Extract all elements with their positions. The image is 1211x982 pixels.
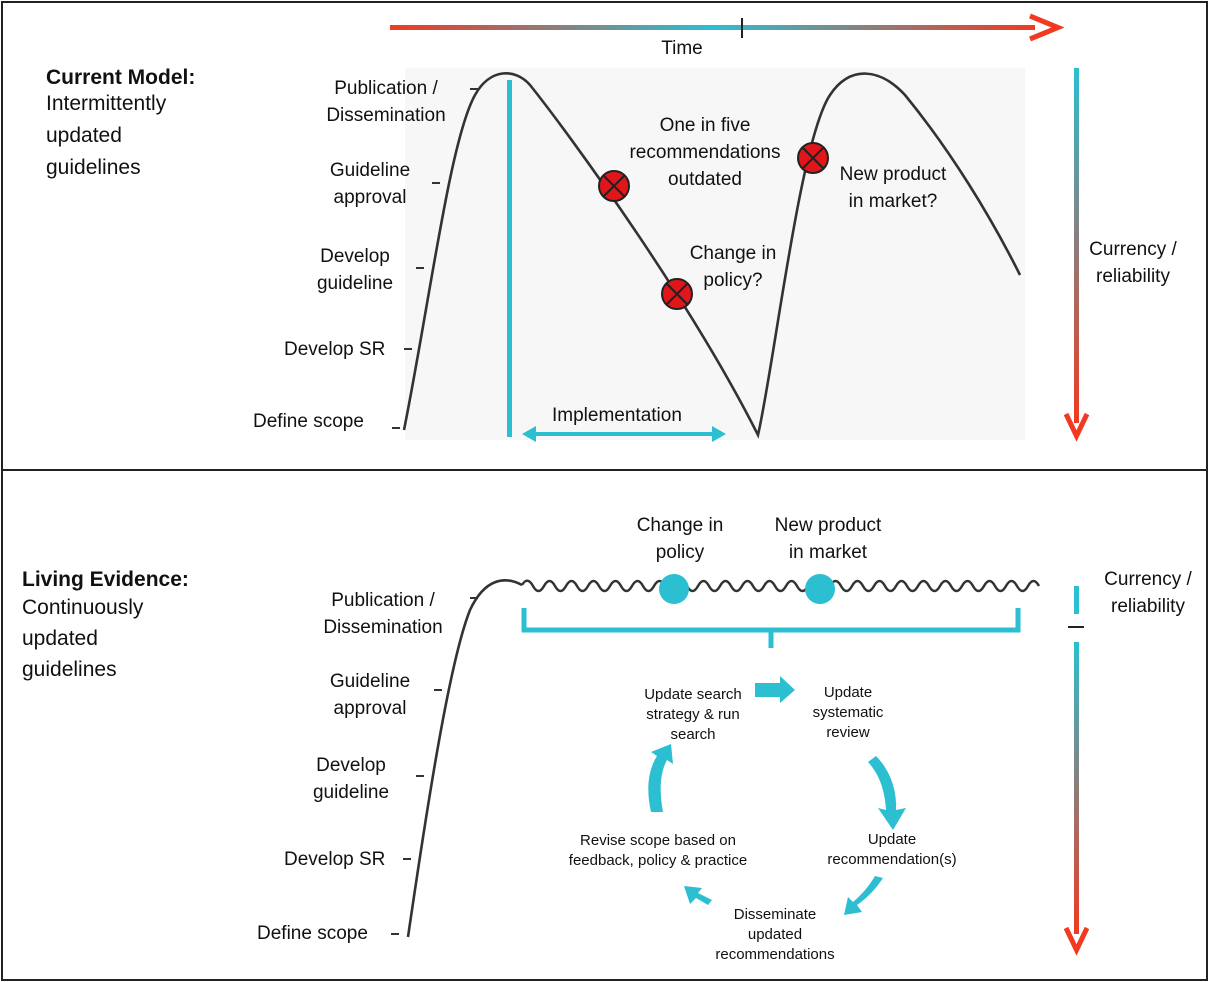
cycle-arrow-3 bbox=[844, 876, 883, 915]
annotation-product: New product in market? bbox=[839, 164, 947, 212]
cycle-arrow-4 bbox=[684, 886, 712, 905]
cycle-step-review: Update systematic review bbox=[812, 684, 884, 741]
cycle-step-recommend: Update recommendation(s) bbox=[827, 831, 957, 868]
stage-define-scope: Define scope bbox=[253, 411, 364, 432]
living-desc-3: guidelines bbox=[22, 658, 117, 681]
cycle-step-search: Update search strategy & run search bbox=[644, 686, 742, 743]
living-evidence-panel bbox=[1, 469, 1208, 981]
currency-arrow-top bbox=[1063, 68, 1090, 442]
cycle-arrow-5 bbox=[648, 744, 673, 812]
top-stage-ticks bbox=[392, 88, 478, 429]
living-desc-2: updated bbox=[22, 627, 98, 650]
event-product-label: New product in market bbox=[774, 515, 882, 563]
product-event-dot bbox=[805, 574, 835, 604]
implementation-arrow bbox=[522, 426, 726, 442]
stage-publication: Publication /Dissemination bbox=[326, 78, 446, 126]
living-wave bbox=[520, 579, 1041, 593]
publication-marker-line bbox=[507, 80, 512, 437]
policy-change-marker bbox=[661, 278, 693, 310]
living-desc-1: Continuously bbox=[22, 596, 144, 619]
cycle-step-disseminate: Disseminate updated recommendations bbox=[715, 906, 835, 963]
current-model-desc-1: Intermittently bbox=[46, 92, 167, 115]
policy-event-dot bbox=[659, 574, 689, 604]
stage-define-scope-bottom: Define scope bbox=[257, 923, 368, 944]
cycle-arrows bbox=[648, 676, 906, 915]
intermittent-curve bbox=[402, 71, 1022, 439]
current-model-desc-2: updated bbox=[46, 124, 122, 147]
annotation-policy: Change in policy? bbox=[689, 243, 777, 291]
currency-label-top: Currency / reliability bbox=[1089, 239, 1177, 287]
living-evidence-title: Living Evidence: bbox=[22, 568, 189, 591]
event-policy-label: Change in policy bbox=[636, 515, 724, 563]
currency-label-bottom: Currency / reliability bbox=[1104, 569, 1192, 617]
cycle-step-revise: Revise scope based on feedback, policy &… bbox=[568, 832, 748, 869]
living-curve bbox=[406, 579, 523, 938]
outdated-marker bbox=[598, 170, 630, 202]
cycle-arrow-1 bbox=[755, 676, 795, 703]
bottom-stage-ticks bbox=[391, 597, 478, 935]
annotation-outdated: One in five recommendations outdated bbox=[629, 115, 781, 190]
currency-arrow-bottom bbox=[1063, 586, 1090, 956]
new-product-marker bbox=[797, 142, 829, 174]
cycle-arrow-2 bbox=[868, 756, 906, 830]
cycle-brace bbox=[521, 608, 1021, 648]
implementation-label: Implementation bbox=[552, 405, 682, 426]
current-model-desc-3: guidelines bbox=[46, 156, 141, 179]
stage-publication-bottom: Publication /Dissemination bbox=[323, 590, 443, 638]
time-arrow bbox=[390, 13, 1065, 42]
current-model-title: Current Model: bbox=[46, 66, 196, 89]
stage-develop-sr: Develop SR bbox=[284, 339, 386, 360]
stage-develop-sr-bottom: Develop SR bbox=[284, 849, 386, 870]
